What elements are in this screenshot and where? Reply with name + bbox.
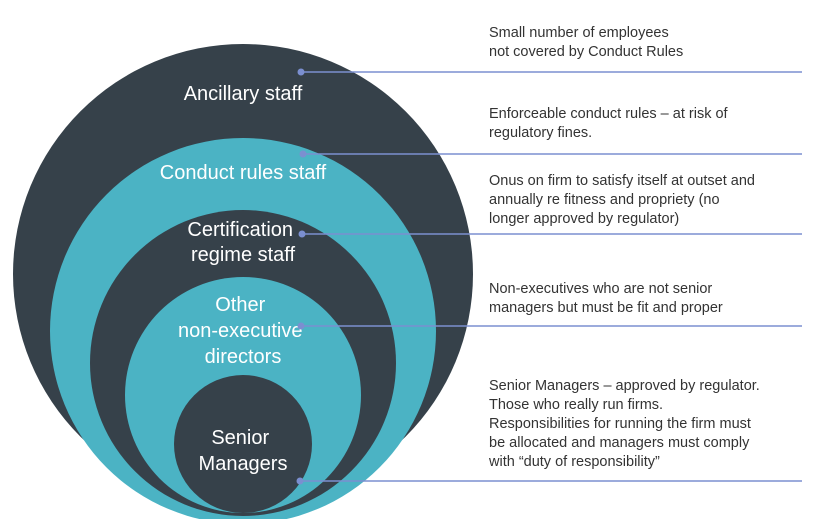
- description-line: be allocated and managers must comply: [489, 435, 750, 451]
- description-senior: Senior Managers – approved by regulator.…: [489, 377, 809, 472]
- description-ancillary: Small number of employees not covered by…: [489, 24, 809, 62]
- description-line: Non-executives who are not senior: [489, 281, 713, 297]
- connector-certification: [298, 230, 802, 238]
- connector-ancillary: [297, 68, 802, 76]
- description-line: Responsibilities for running the firm mu…: [489, 416, 751, 432]
- description-conduct: Enforceable conduct rules – at risk of r…: [489, 105, 809, 143]
- ring-senior: [174, 375, 312, 513]
- ring-label-other-ned: Other non-executive directors: [178, 294, 308, 368]
- description-line: Enforceable conduct rules – at risk of: [489, 106, 728, 122]
- description-line: Senior Managers – approved by regulator.: [489, 378, 760, 394]
- description-line: managers but must be fit and proper: [489, 300, 723, 316]
- description-certification: Onus on firm to satisfy itself at outset…: [489, 172, 809, 229]
- description-other-ned: Non-executives who are not senior manage…: [489, 280, 809, 318]
- connector-other-ned: [297, 322, 802, 330]
- connector-senior: [296, 477, 802, 485]
- ring-label-certification: Certification regime staff: [187, 219, 298, 266]
- description-line: regulatory fines.: [489, 125, 593, 141]
- description-line: annually re fitness and propriety (no: [489, 192, 720, 208]
- description-line: Those who really run firms.: [489, 397, 664, 413]
- ring-label-ancillary: Ancillary staff: [184, 83, 303, 105]
- description-line: Small number of employees: [489, 25, 669, 41]
- ring-label-senior: Senior Managers: [199, 427, 288, 475]
- ring-label-conduct: Conduct rules staff: [160, 162, 327, 184]
- description-line: with “duty of responsibility”: [489, 454, 660, 470]
- description-line: Onus on firm to satisfy itself at outset…: [489, 173, 755, 189]
- description-line: longer approved by regulator): [489, 211, 680, 227]
- connector-conduct: [299, 150, 802, 158]
- description-line: not covered by Conduct Rules: [489, 44, 684, 60]
